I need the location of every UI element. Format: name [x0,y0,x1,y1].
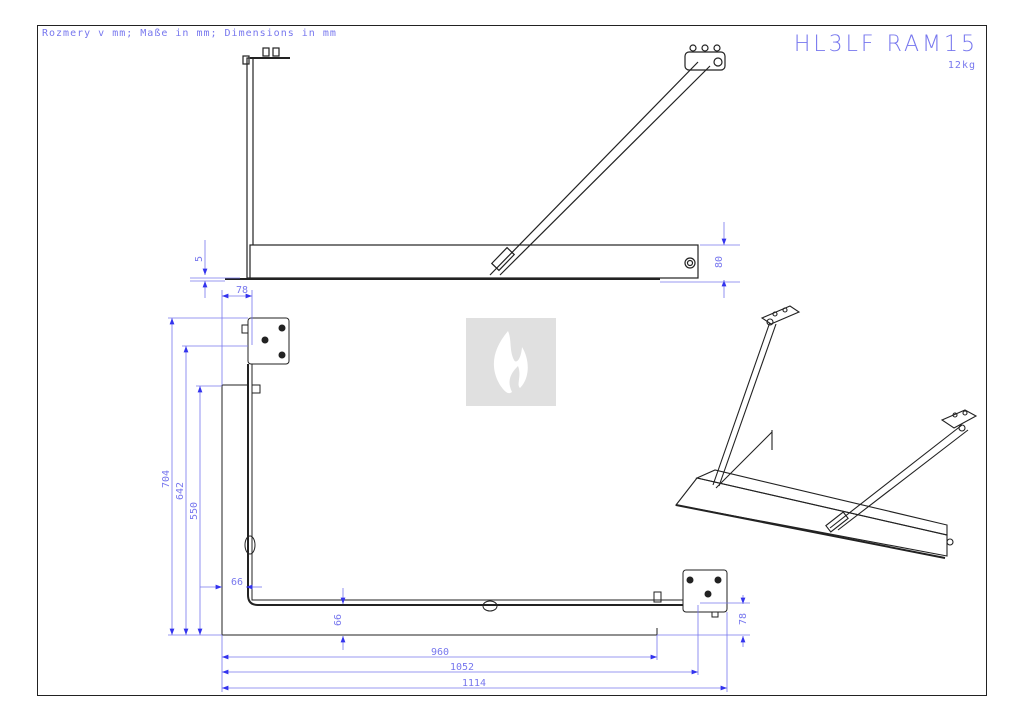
iso-bracket-right [940,409,978,432]
dim-66-inner: 66 [231,577,243,588]
dim-78-right: 78 [738,613,749,625]
dim-704: 704 [161,470,172,488]
units-note: Rozmery v mm; Maße in mm; Dimensions in … [42,28,337,39]
dim-550: 550 [189,502,200,520]
dim-80: 80 [714,256,725,268]
top-right-bracket [684,44,726,71]
model-title: HL3LF RAM15 [793,32,978,57]
drawing-frame [37,25,987,696]
dim-5: 5 [194,256,205,262]
dim-642: 642 [175,482,186,500]
plan-dimensions [168,290,750,692]
iso-bracket-top [760,305,801,326]
dim-66-bottom: 66 [333,614,344,626]
side-dimensions [190,222,740,298]
flame-logo [466,318,556,406]
dim-1052: 1052 [450,662,474,673]
dim-1114: 1114 [462,678,486,689]
plan-view [221,317,728,636]
isometric-view [675,305,978,559]
weight-label: 12kg [947,60,976,71]
top-left-bolts [242,47,290,65]
dim-78-top: 78 [236,285,248,296]
dim-960: 960 [431,647,449,658]
side-view [225,44,726,280]
